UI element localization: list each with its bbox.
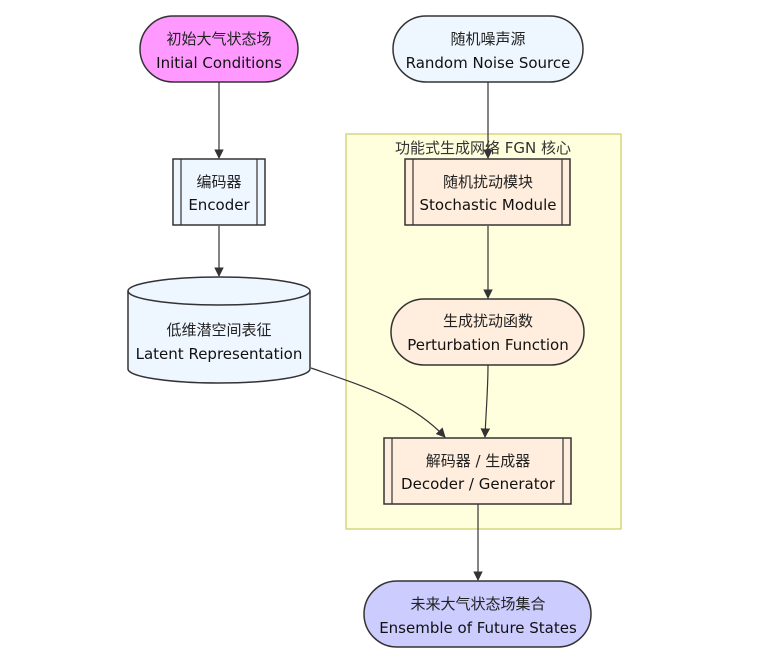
node-random-noise-source[interactable]: 随机噪声源 Random Noise Source — [392, 15, 584, 83]
node-encoder[interactable]: 编码器 Encoder — [172, 158, 266, 226]
node-shape — [363, 580, 592, 648]
edge-perturb-to-decoder — [480, 364, 491, 438]
node-label-en: Latent Representation — [136, 345, 303, 363]
node-label-zh: 随机噪声源 — [450, 30, 525, 48]
node-initial-conditions[interactable]: 初始大气状态场 Initial Conditions — [139, 15, 299, 83]
edge-latent-to-decoder — [310, 367, 446, 438]
node-label-zh: 解码器 / 生成器 — [426, 452, 531, 470]
node-label-zh: 初始大气状态场 — [166, 30, 271, 48]
node-shape — [404, 158, 571, 226]
node-decoder-generator[interactable]: 解码器 / 生成器 Decoder / Generator — [383, 437, 572, 505]
node-label-en: Random Noise Source — [406, 54, 571, 72]
node-label-en: Perturbation Function — [407, 336, 568, 354]
node-label-en: Initial Conditions — [156, 54, 282, 72]
node-label-zh: 随机扰动模块 — [443, 173, 533, 191]
edges — [214, 82, 493, 581]
node-shape — [383, 437, 572, 505]
node-label-zh: 生成扰动函数 — [443, 312, 533, 330]
node-label-en: Ensemble of Future States — [379, 619, 577, 637]
node-shape — [139, 15, 299, 83]
node-shape — [390, 298, 585, 366]
node-label-zh: 低维潜空间表征 — [166, 321, 271, 339]
node-label-zh: 未来大气状态场集合 — [410, 595, 545, 613]
node-shape — [392, 15, 584, 83]
cluster-title: 功能式生成网络 FGN 核心 — [395, 139, 571, 157]
cylinder-top-rim — [127, 290, 311, 306]
node-label-en: Decoder / Generator — [401, 475, 556, 493]
node-shape — [172, 158, 266, 226]
node-latent-representation[interactable]: 低维潜空间表征 Latent Representation — [127, 276, 311, 384]
node-ensemble-future-states[interactable]: 未来大气状态场集合 Ensemble of Future States — [363, 580, 592, 648]
node-perturbation-function[interactable]: 生成扰动函数 Perturbation Function — [390, 298, 585, 366]
node-label-en: Stochastic Module — [420, 196, 557, 214]
node-stochastic-module[interactable]: 随机扰动模块 Stochastic Module — [404, 158, 571, 226]
node-label-zh: 编码器 — [196, 173, 241, 191]
node-label-en: Encoder — [188, 196, 250, 214]
